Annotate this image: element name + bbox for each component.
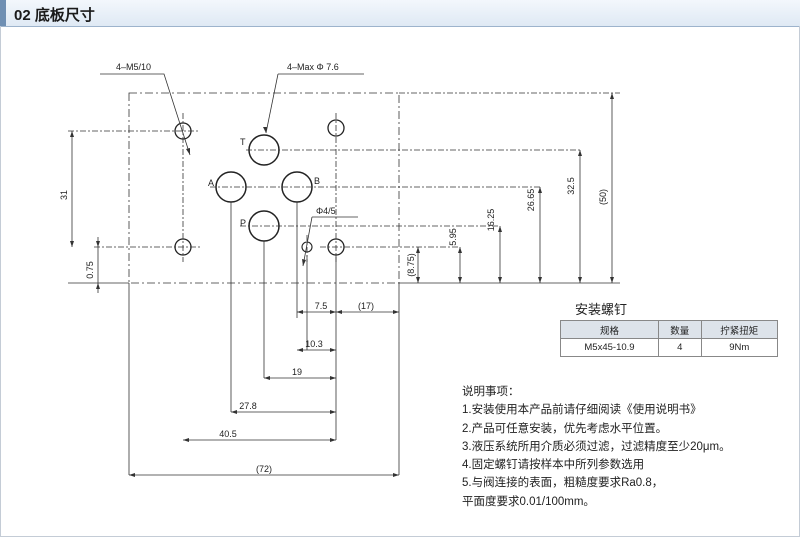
- dim-278-label: 27.8: [239, 401, 257, 411]
- leader-arrows: [186, 127, 306, 266]
- dim-75-label: 7.5: [315, 301, 328, 311]
- cell-torque: 9Nm: [700, 338, 779, 357]
- screw-table-title: 安装螺钉: [575, 302, 628, 317]
- dim-103-label: 10.3: [305, 339, 323, 349]
- notes-block: 说明事项： 1.安装使用本产品前请仔细阅读《使用说明书》 2.产品可任意安装，优…: [462, 383, 731, 511]
- dim-72-label: (72): [256, 464, 272, 474]
- section-title: 02 底板尺寸: [14, 7, 95, 24]
- dim-17-label: (17): [358, 301, 374, 311]
- port-p-label: P: [240, 218, 246, 228]
- col-header-spec: 规格: [560, 320, 659, 339]
- note-item: 平面度要求0.01/100mm。: [462, 495, 595, 508]
- callout-max-dia-label: 4–Max Φ 7.6: [287, 62, 339, 72]
- screw-spec-table: 规格 数量 拧紧扭矩 M5x45-10.9 4 9Nm: [560, 320, 779, 357]
- table-row: M5x45-10.9 4 9Nm: [560, 338, 779, 357]
- cell-spec: M5x45-10.9: [560, 338, 659, 357]
- note-item: 4.固定螺钉请按样本中所列参数选用: [462, 459, 645, 472]
- table-header-row: 规格 数量 拧紧扭矩: [560, 320, 779, 339]
- col-header-qty: 数量: [657, 320, 702, 339]
- notes-heading: 说明事项：: [462, 386, 520, 398]
- port-t-label: T: [240, 137, 246, 147]
- section-header: 02 底板尺寸: [0, 0, 800, 27]
- note-item: 3.液压系统所用介质必须过滤，过滤精度至少20μm。: [462, 440, 731, 453]
- dim-19-label: 19: [292, 367, 302, 377]
- dim-1625-label: 16.25: [486, 209, 496, 232]
- callout-m5-label: 4–M5/10: [116, 62, 151, 72]
- dim-405-label: 40.5: [219, 429, 237, 439]
- col-header-torque: 拧紧扭矩: [700, 320, 779, 339]
- dim-595-label: 5.95: [448, 228, 458, 246]
- dim-50-label: (50): [598, 189, 608, 205]
- note-item: 5.与阀连接的表面，粗糙度要求Ra0.8，: [462, 477, 664, 490]
- dim-31-label: 31: [59, 190, 69, 200]
- dim-075-label: 0.75: [85, 261, 95, 279]
- dim-325-label: 32.5: [566, 177, 576, 195]
- callout-dia45-label: Φ4/5: [316, 206, 336, 216]
- port-b-label: B: [314, 176, 320, 186]
- port-a-label: A: [208, 178, 214, 188]
- extension-lines: [68, 202, 620, 475]
- dimension-arrows: [70, 93, 614, 477]
- dim-875-label: (8.75): [406, 253, 416, 277]
- cell-qty: 4: [657, 338, 702, 357]
- horizontal-dimensions: [129, 311, 399, 476]
- header-accent-bar: [0, 0, 6, 26]
- dim-2665-label: 26.65: [526, 189, 536, 212]
- leader-lines: [100, 73, 364, 267]
- note-item: 1.安装使用本产品前请仔细阅读《使用说明书》: [462, 404, 702, 417]
- center-lines: [68, 92, 620, 262]
- note-item: 2.产品可任意安装，优先考虑水平位置。: [462, 422, 668, 435]
